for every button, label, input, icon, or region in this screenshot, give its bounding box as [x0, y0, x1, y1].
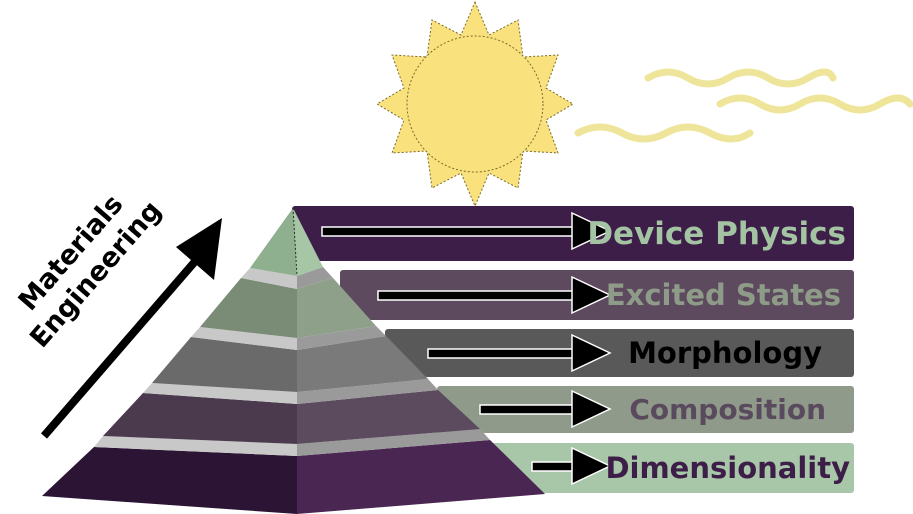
label-dimensionality: Dimensionality: [605, 451, 850, 485]
label-composition: Composition: [629, 393, 826, 426]
wave-line-1: [644, 68, 837, 88]
pyramid: [42, 207, 545, 514]
arrow-excited-states: [377, 275, 612, 315]
band-composition: [437, 386, 854, 433]
label-excited-states: Excited States: [606, 278, 841, 312]
arrow-dimensionality: [531, 446, 612, 486]
wave-line-3: [574, 123, 754, 143]
label-morphology: Morphology: [628, 336, 822, 370]
sun-icon: [376, 0, 574, 208]
arrow-morphology: [427, 333, 612, 373]
level-arrows: [321, 211, 612, 486]
wave-line-2: [716, 94, 913, 114]
level-labels: Device Physics Excited States Morphology…: [587, 216, 850, 485]
label-device-physics: Device Physics: [587, 216, 846, 252]
heat-waves: [574, 68, 913, 143]
band-morphology: [385, 329, 854, 377]
arrow-device-physics: [321, 211, 612, 251]
materials-engineering-arrow: [40, 218, 222, 439]
arrow-composition: [479, 389, 612, 429]
